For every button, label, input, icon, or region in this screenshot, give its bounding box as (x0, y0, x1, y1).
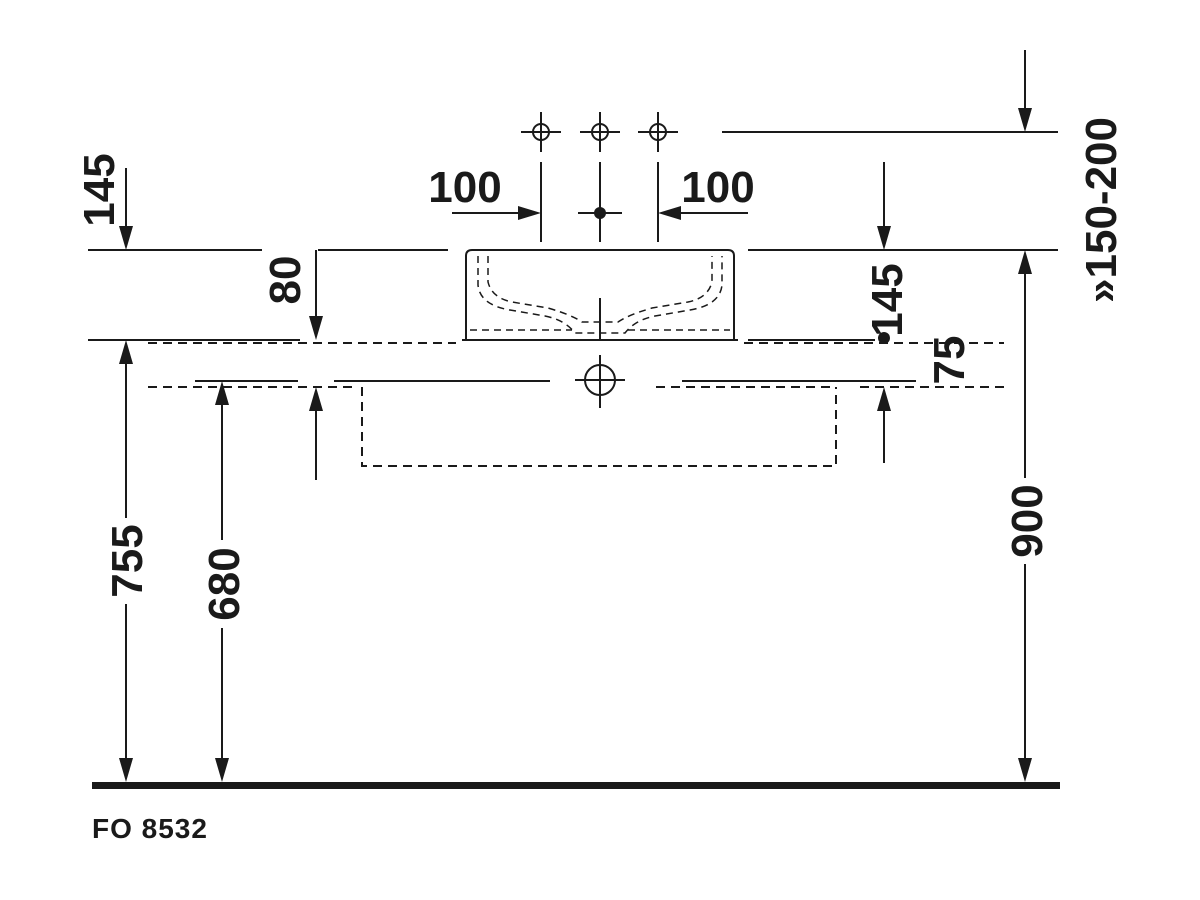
dim-top-gap-left: 145 (75, 153, 124, 226)
waste-outlet (575, 355, 625, 408)
dim-tap-spacing-left: 100 (428, 163, 501, 212)
tap-hole-right (638, 112, 678, 152)
dim-cabinet-height: 680 (200, 547, 249, 620)
dim-waste-offset: 75 (925, 336, 974, 385)
dim-counter-height: 755 (103, 524, 152, 597)
product-code: FO 8532 (92, 813, 208, 844)
dim-tap-spacing-right: 100 (681, 163, 754, 212)
dim-range-tap-height: »150-200 (1077, 117, 1126, 303)
dim-overall-height: 900 (1003, 484, 1052, 557)
dim-basin-height-right: 145 (863, 263, 912, 336)
cabinet-outline (361, 387, 837, 467)
tap-hole-center (580, 112, 620, 152)
basin-outline (465, 249, 735, 340)
dim-basin-height: 80 (261, 256, 310, 305)
tap-hole-left (521, 112, 561, 152)
floor-line (92, 782, 1060, 789)
